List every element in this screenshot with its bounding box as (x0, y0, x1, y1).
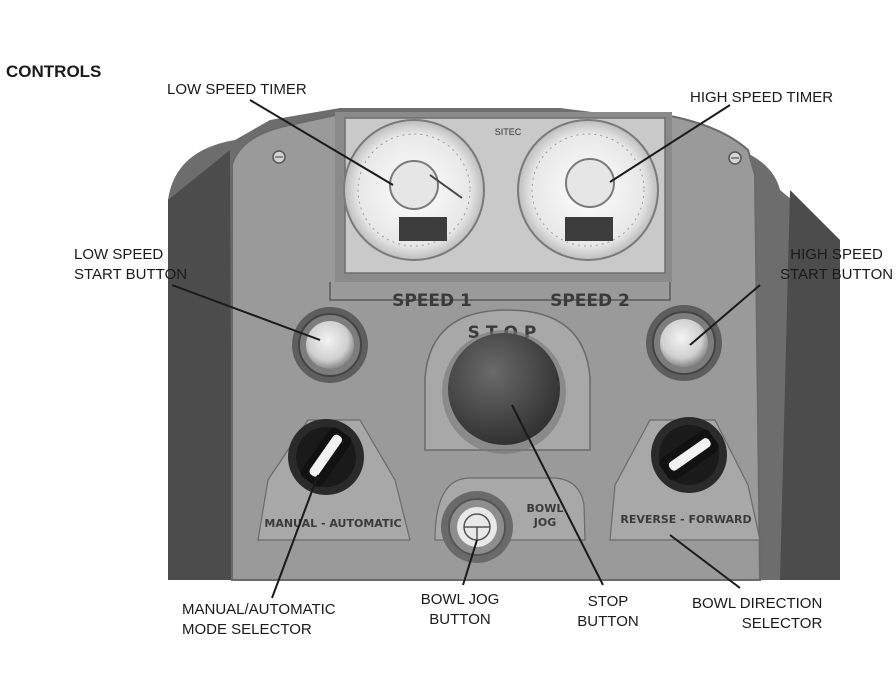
leader-high-speed-timer (609, 104, 731, 183)
stop-button[interactable] (442, 330, 566, 454)
leader-lines (171, 99, 761, 599)
high-speed-timer-dial (517, 119, 659, 261)
leader-high-speed-start (689, 284, 761, 346)
callout-high-speed-timer: HIGH SPEED TIMER (690, 89, 834, 106)
callout-bowl-direction-line1: BOWL DIRECTION (692, 595, 823, 612)
callout-high-speed-start-line1: HIGH SPEED (790, 246, 883, 263)
low-speed-timer-dial (343, 119, 485, 261)
callout-stop-line2: BUTTON (577, 613, 639, 630)
leader-manual-automatic (271, 474, 319, 599)
callout-low-speed-timer: LOW SPEED TIMER (167, 81, 307, 98)
leader-bowl-direction (669, 534, 741, 589)
callout-bowl-direction-line2: SELECTOR (741, 615, 823, 632)
callout-stop: STOP BUTTON (570, 592, 646, 632)
bowl-direction-selector-knob-icon[interactable] (651, 417, 727, 493)
callout-low-speed-start: LOW SPEED START BUTTON (74, 245, 187, 285)
manual-automatic-selector-knob-icon[interactable] (288, 419, 364, 495)
brand-label: SITEC (495, 127, 522, 137)
leader-bowl-jog (462, 539, 478, 586)
screw-icon (272, 150, 286, 164)
leader-stop (511, 404, 604, 586)
callout-low-speed-start-line1: LOW SPEED (74, 246, 164, 263)
screw-icon (728, 151, 742, 165)
reverse-forward-label: REVERSE - FORWARD (620, 513, 751, 526)
speed2-label: SPEED 2 (550, 291, 630, 311)
callout-bowl-jog-line1: BOWL JOG (420, 591, 500, 608)
speed1-label: SPEED 1 (392, 291, 472, 311)
callout-high-speed-start-line2: START BUTTON (780, 266, 894, 283)
leader-low-speed-start (171, 284, 321, 341)
callout-manual-automatic-line1: MANUAL/AUTOMATIC (182, 601, 336, 618)
callout-bowl-jog: BOWL JOG BUTTON (408, 590, 512, 630)
callout-high-speed-start: HIGH SPEED START BUTTON (780, 245, 893, 285)
bowl-jog-label-2: JOG (533, 516, 556, 529)
bowl-jog-label-1: BOWL (527, 502, 564, 515)
leader-low-speed-timer (249, 99, 394, 186)
page-title: CONTROLS (6, 62, 102, 81)
bowl-jog-button[interactable] (441, 491, 513, 563)
callout-stop-line1: STOP (587, 593, 629, 610)
callout-manual-automatic-line2: MODE SELECTOR (182, 621, 312, 638)
callout-low-speed-start-line2: START BUTTON (74, 266, 188, 283)
callout-bowl-direction: BOWL DIRECTION SELECTOR (692, 594, 822, 634)
callout-bowl-jog-line2: BUTTON (429, 611, 491, 628)
callout-manual-automatic: MANUAL/AUTOMATIC MODE SELECTOR (182, 600, 336, 640)
manual-automatic-label: MANUAL - AUTOMATIC (264, 517, 401, 530)
low-speed-start-button[interactable] (292, 307, 368, 383)
high-speed-start-button[interactable] (646, 305, 722, 381)
